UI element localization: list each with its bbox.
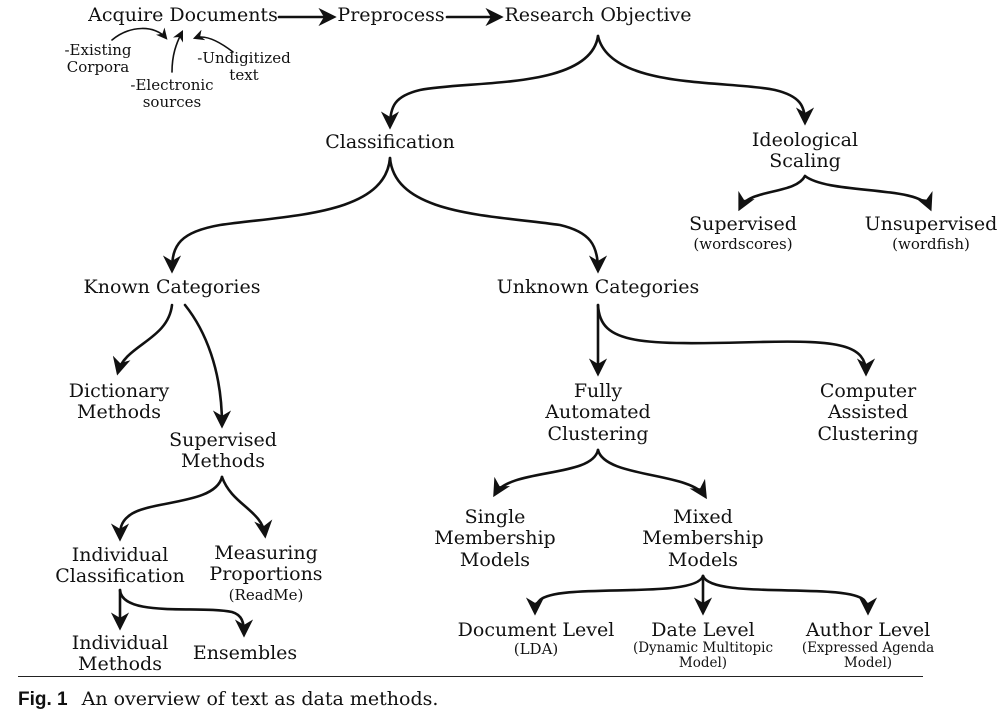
node-date-level: Date Level [651, 619, 755, 641]
arrow-mixed-author [701, 574, 878, 616]
arrow-research-ideological [596, 34, 815, 126]
arrow-supervised-individual [110, 475, 224, 542]
arrow-fully-single [493, 448, 600, 498]
arrow-undigitized-acquire [192, 29, 234, 53]
node-wordscores: (wordscores) [693, 235, 793, 253]
arrow-electronic-acquire [171, 29, 184, 73]
arrow-existing-acquire [111, 27, 168, 41]
node-ensembles: Ensembles [192, 642, 298, 664]
arrow-known-dictionary [112, 303, 174, 376]
figure-caption-text: An overview of text as data methods. [81, 688, 439, 710]
node-supervised-scaling: Supervised [689, 213, 797, 235]
arrow-individual-ensembles [118, 588, 254, 638]
node-wordfish: (wordfish) [892, 235, 970, 253]
node-research-objective: Research Objective [504, 4, 692, 26]
arrow-unknown-computer [596, 303, 876, 377]
arrow-known-supervised [183, 303, 232, 429]
figure-caption: Fig. 1 An overview of text as data method… [18, 688, 438, 711]
node-known-categories: Known Categories [83, 276, 261, 298]
figure-label: Fig. 1 [18, 689, 68, 710]
arrow-ideological-unsupervised [803, 174, 933, 212]
node-classification: Classification [325, 131, 455, 153]
node-author-level: Author Level [805, 619, 931, 641]
arrow-fully-mixed [596, 448, 707, 500]
arrow-ideological-supervised [738, 174, 807, 212]
node-unknown-categories: Unknown Categories [496, 276, 700, 298]
node-preprocess: Preprocess [337, 4, 445, 26]
arrow-mixed-document [525, 574, 705, 616]
arrow-research-classification [380, 34, 600, 130]
node-readme: (ReadMe) [228, 586, 304, 604]
node-lda: (LDA) [513, 640, 559, 658]
arrow-supervised-measuring [220, 475, 273, 539]
node-document-level: Document Level [457, 619, 615, 641]
arrow-classification-unknown [388, 156, 608, 274]
arrow-classification-known [162, 156, 392, 274]
caption-rule [18, 676, 923, 677]
node-acquire-documents: Acquire Documents [88, 4, 278, 26]
node-unsupervised-scaling: Unsupervised [864, 213, 998, 235]
